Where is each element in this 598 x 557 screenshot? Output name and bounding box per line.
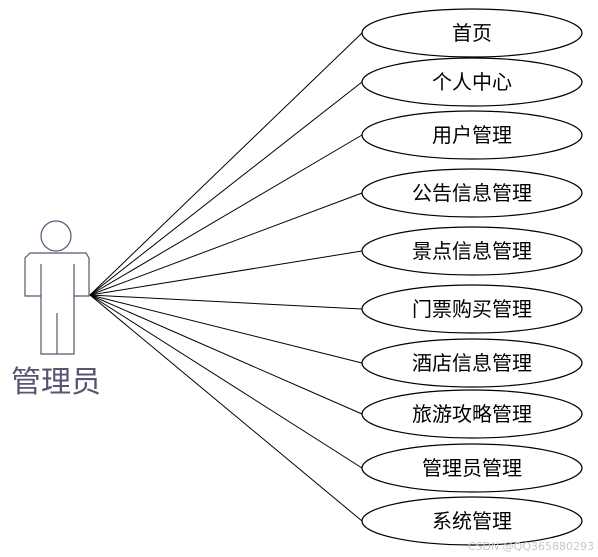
association-line [89,294,363,522]
use-case-ellipse [361,389,583,439]
use-case: 个人中心 [361,57,583,107]
use-cases: 首页个人中心用户管理公告信息管理景点信息管理门票购买管理酒店信息管理旅游攻略管理… [361,8,583,546]
association-lines [89,32,363,522]
association-line [89,134,363,296]
association-line [89,81,363,296]
association-line [89,294,363,310]
use-case-label: 系统管理 [432,509,512,533]
actor-figure: 管理员 [11,220,101,400]
use-case-label: 公告信息管理 [412,181,532,205]
use-case-label: 旅游攻略管理 [412,402,532,426]
use-case: 景点信息管理 [361,226,583,276]
use-case-label: 用户管理 [432,123,512,147]
use-case-ellipse [361,284,583,334]
watermark-text: CSDN @QQ365880293 [468,540,594,553]
use-case-ellipse [361,57,583,107]
use-case: 酒店信息管理 [361,338,583,388]
use-case-label: 门票购买管理 [412,297,532,321]
use-case-label: 酒店信息管理 [412,351,532,375]
association-line [89,250,363,296]
use-case-label: 景点信息管理 [412,239,532,263]
association-line [89,294,363,364]
use-case-ellipse [361,496,583,546]
use-case: 旅游攻略管理 [361,389,583,439]
use-case: 公告信息管理 [361,168,583,218]
use-case-ellipse [361,443,583,493]
association-line [89,294,363,469]
actor-head [40,220,72,252]
use-case: 系统管理 [361,496,583,546]
use-case-ellipse [361,110,583,160]
use-case: 首页 [361,8,583,58]
association-line [89,192,363,296]
use-case: 用户管理 [361,110,583,160]
use-case-ellipse [361,168,583,218]
use-case-label: 个人中心 [432,70,512,94]
use-case-ellipse [361,338,583,388]
use-case-label: 管理员管理 [422,456,522,480]
use-case: 管理员管理 [361,443,583,493]
association-line [89,294,363,415]
use-case: 门票购买管理 [361,284,583,334]
actor-label: 管理员 [11,365,101,400]
association-line [89,32,363,296]
use-case-ellipse [361,8,583,58]
use-case-label: 首页 [452,21,492,45]
use-case-ellipse [361,226,583,276]
